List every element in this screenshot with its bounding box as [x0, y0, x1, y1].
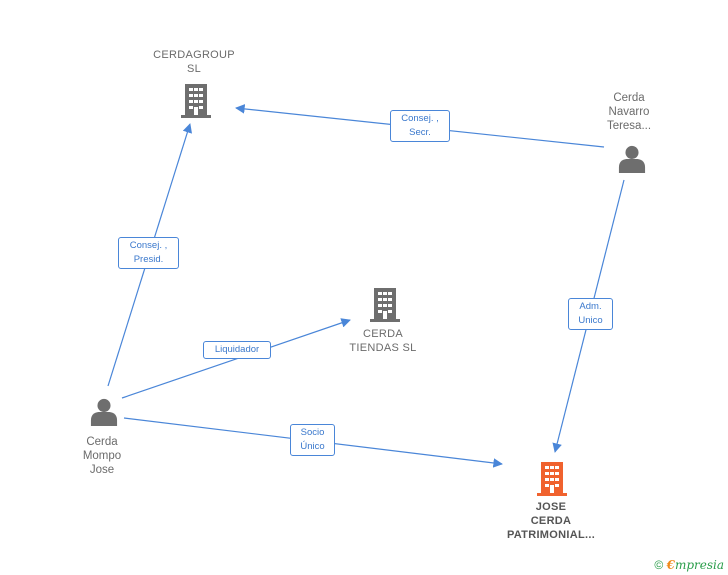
person-icon[interactable] [90, 398, 118, 426]
building-icon[interactable] [537, 462, 567, 496]
edge-label-adm-unico[interactable]: Adm. Unico [568, 298, 613, 330]
edge-label-consej-secr[interactable]: Consej. , Secr. [390, 110, 450, 142]
building-icon[interactable] [181, 84, 211, 118]
copyright-symbol: © [654, 558, 664, 572]
brand-initial: € [666, 558, 675, 572]
brand-name: mpresia [674, 558, 724, 572]
node-label-jose-cerda[interactable]: JOSE CERDA PATRIMONIAL... [506, 501, 596, 541]
empresia-logo: €mpresia [667, 558, 724, 572]
building-icon[interactable] [370, 288, 400, 322]
person-icon[interactable] [618, 145, 646, 173]
node-label-cerda-mompo[interactable]: Cerda Mompo Jose [82, 436, 122, 476]
footer-brand: © €mpresia [654, 558, 724, 572]
node-label-cerda-navarro[interactable]: Cerda Navarro Teresa... [606, 92, 652, 132]
edge-line-mompo-tiendas [121, 318, 351, 399]
node-label-cerda-tiendas[interactable]: CERDA TIENDAS SL [349, 328, 417, 354]
node-label-cerdagroup[interactable]: CERDAGROUP SL [153, 49, 235, 75]
edge-label-socio-unico[interactable]: Socio Único [290, 424, 335, 456]
edge-label-liquidador[interactable]: Liquidador [203, 341, 271, 359]
edge-label-consej-presid[interactable]: Consej. , Presid. [118, 237, 179, 269]
